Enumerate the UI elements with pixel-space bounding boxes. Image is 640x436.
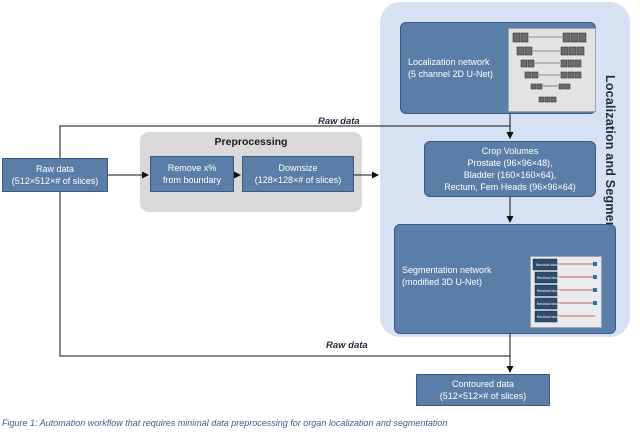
localization-line-1: Localization network — [408, 57, 490, 67]
arrow-raw-bottom-path — [59, 192, 510, 357]
downsize-line-1: Downsize — [278, 163, 318, 173]
localization-segmentation-title: Localization and Segmentation — [603, 75, 617, 265]
localization-line-2: (5 channel 2D U-Net) — [408, 69, 494, 79]
crop-line-3: Bladder (160×160×64), — [463, 170, 557, 180]
unet-2d-illustration — [508, 28, 596, 112]
raw-data-label-top: Raw data — [318, 116, 360, 127]
residual-block-4-label: Residual block — [537, 302, 560, 306]
residual-block-3-label: Residual block — [537, 289, 560, 293]
remove-line-1: Remove x% — [167, 163, 217, 173]
remove-line-2: from boundary — [162, 175, 222, 185]
localization-network-label: Localization network (5 channel 2D U-Net… — [408, 56, 518, 80]
raw-input-line-1: Raw data — [35, 164, 75, 174]
crop-line-2: Prostate (96×96×48), — [467, 158, 553, 168]
preprocessing-title: Preprocessing — [214, 136, 288, 148]
unet-3d-illustration: Residual block Residual block Residual b… — [530, 256, 602, 328]
crop-line-1: Crop Volumes — [481, 146, 539, 156]
output-line-1: Contoured data — [451, 379, 515, 389]
output-line-2: (512×512×# of slices) — [439, 391, 527, 401]
residual-block-5-label: Residual block — [537, 315, 560, 319]
crop-volumes-box: Crop Volumes Prostate (96×96×48), Bladde… — [424, 141, 596, 197]
figure-caption: Figure 1: Automation workflow that requi… — [2, 418, 448, 428]
residual-block-1-label: Residual block — [536, 263, 559, 267]
residual-block-2-label: Residual block — [537, 276, 560, 280]
segmentation-network-label: Segmentation network (modified 3D U-Net) — [402, 264, 522, 288]
raw-data-input-box: Raw data (512×512×# of slices) — [2, 158, 108, 192]
raw-input-line-2: (512×512×# of slices) — [11, 176, 99, 186]
remove-boundary-box: Remove x% from boundary — [150, 156, 234, 192]
segmentation-line-2: (modified 3D U-Net) — [402, 277, 483, 287]
contoured-data-output-box: Contoured data (512×512×# of slices) — [416, 374, 550, 406]
unet-3d-graphic: Residual block Residual block Residual b… — [532, 258, 597, 323]
crop-line-4: Rectum, Fem Heads (96×96×64) — [444, 182, 576, 192]
downsize-box: Downsize (128×128×# of slices) — [242, 156, 354, 192]
downsize-line-2: (128×128×# of slices) — [254, 175, 342, 185]
raw-data-label-bottom: Raw data — [326, 340, 368, 351]
segmentation-line-1: Segmentation network — [402, 265, 492, 275]
unet-2d-graphic — [512, 32, 587, 103]
